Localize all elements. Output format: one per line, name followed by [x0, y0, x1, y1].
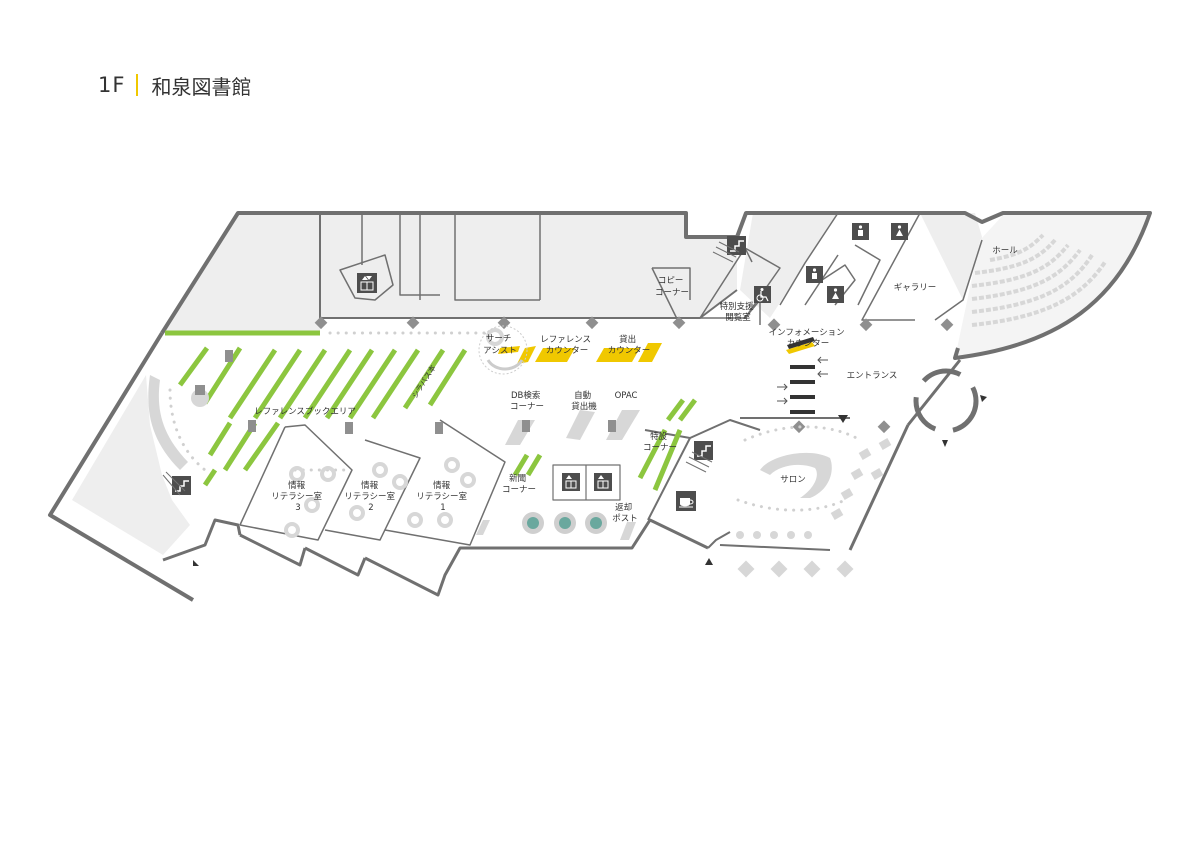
- stairs-icon: [172, 476, 191, 495]
- stairs-icon: [727, 236, 746, 255]
- newspaper-corner-label: 新聞 コーナー: [502, 473, 536, 495]
- elevator-icon: [357, 273, 377, 293]
- restroom-male-icon: [806, 266, 823, 283]
- literacy-room-seats: [284, 328, 504, 538]
- staircase-steps: [162, 241, 740, 496]
- literacy-room-1-label: 情報 リテラシー室 1: [416, 480, 470, 513]
- plants: [522, 512, 607, 534]
- special-corner-label: 特設 コーナー: [643, 431, 677, 453]
- title-divider: [136, 74, 139, 96]
- entrance-arrows: [777, 356, 828, 405]
- walls: [48, 211, 1152, 602]
- elevator-icon: [562, 473, 580, 491]
- information-counter-label: インフォメーション カウンター: [769, 328, 848, 349]
- db-search-corner-label: DB検索 コーナー: [510, 390, 544, 412]
- stairs-icon: [694, 441, 713, 460]
- reference-counter-label: レファレンス カウンター: [540, 335, 594, 356]
- salon-label: サロン: [780, 475, 806, 485]
- entrance-label: エントランス: [847, 371, 898, 381]
- restroom-male-icon: [852, 223, 869, 240]
- map-header: 1F 和泉図書館: [98, 70, 251, 100]
- syllabus-books-label: シラバス本: [409, 362, 438, 399]
- restricted-areas: [72, 213, 1150, 555]
- search-assist-desk: [478, 325, 528, 375]
- direction-markers: [193, 395, 987, 566]
- copy-corner-label: コピー コーナー: [655, 276, 689, 298]
- hall-label: ホール: [992, 246, 1018, 256]
- opac-label: OPAC: [615, 391, 638, 401]
- wheelchair-icon: [754, 286, 771, 303]
- literacy-room-2-label: 情報 リテラシー室 2: [344, 480, 398, 513]
- restroom-female-icon: [827, 286, 844, 303]
- cafe-icon: [676, 491, 696, 511]
- gallery-label: ギャラリー: [894, 283, 937, 293]
- restroom-female-icon: [891, 223, 908, 240]
- search-assist-label: サーチ アシスト: [483, 334, 517, 356]
- literacy-room-3-label: 情報 リテラシー室 3: [271, 480, 325, 513]
- library-name: 和泉図書館: [151, 74, 252, 99]
- self-checkout-label: 自動 貸出機: [571, 390, 597, 412]
- lending-counter-label: 貸出 カウンター: [608, 334, 651, 356]
- elevator-icon: [594, 473, 612, 491]
- reference-book-area-label: レファレンスブックエリア: [254, 406, 356, 417]
- floor-label: 1F: [98, 73, 126, 97]
- pillars: [195, 316, 954, 434]
- furniture: [148, 233, 1107, 578]
- return-post-label: 返却 ポスト: [612, 502, 638, 524]
- map-labels: コピー コーナー 特別支援 閲覧室 インフォメーション カウンター ギャラリー …: [254, 246, 1018, 524]
- bookshelves: [165, 330, 697, 491]
- special-support-room-label: 特別支援 閲覧室: [720, 301, 757, 323]
